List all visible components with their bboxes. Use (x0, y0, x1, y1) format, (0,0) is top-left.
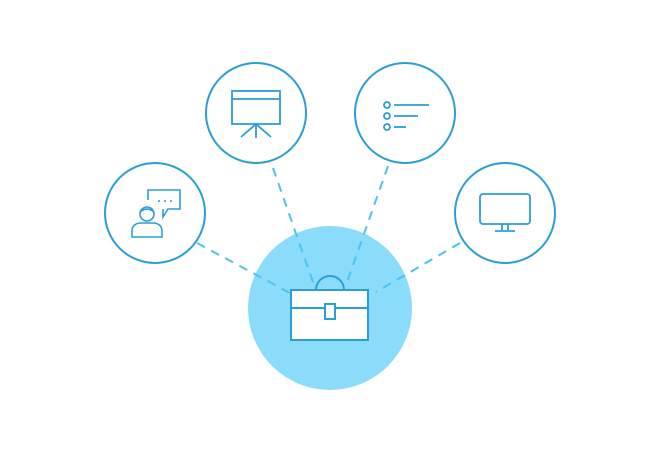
node-monitor (454, 162, 556, 264)
connector-monitor (375, 242, 461, 293)
node-presentation (205, 62, 307, 164)
briefcase-icon (290, 275, 369, 341)
connector-list (345, 165, 389, 286)
list-icon (383, 101, 429, 131)
monitor-icon (479, 193, 531, 232)
connector-person-chat (196, 242, 291, 294)
connector-presentation (272, 167, 315, 286)
person-chat-icon (131, 189, 181, 238)
node-list (354, 62, 456, 164)
presentation-board-icon (231, 90, 281, 138)
connectors (196, 165, 461, 294)
node-person-chat (104, 162, 206, 264)
